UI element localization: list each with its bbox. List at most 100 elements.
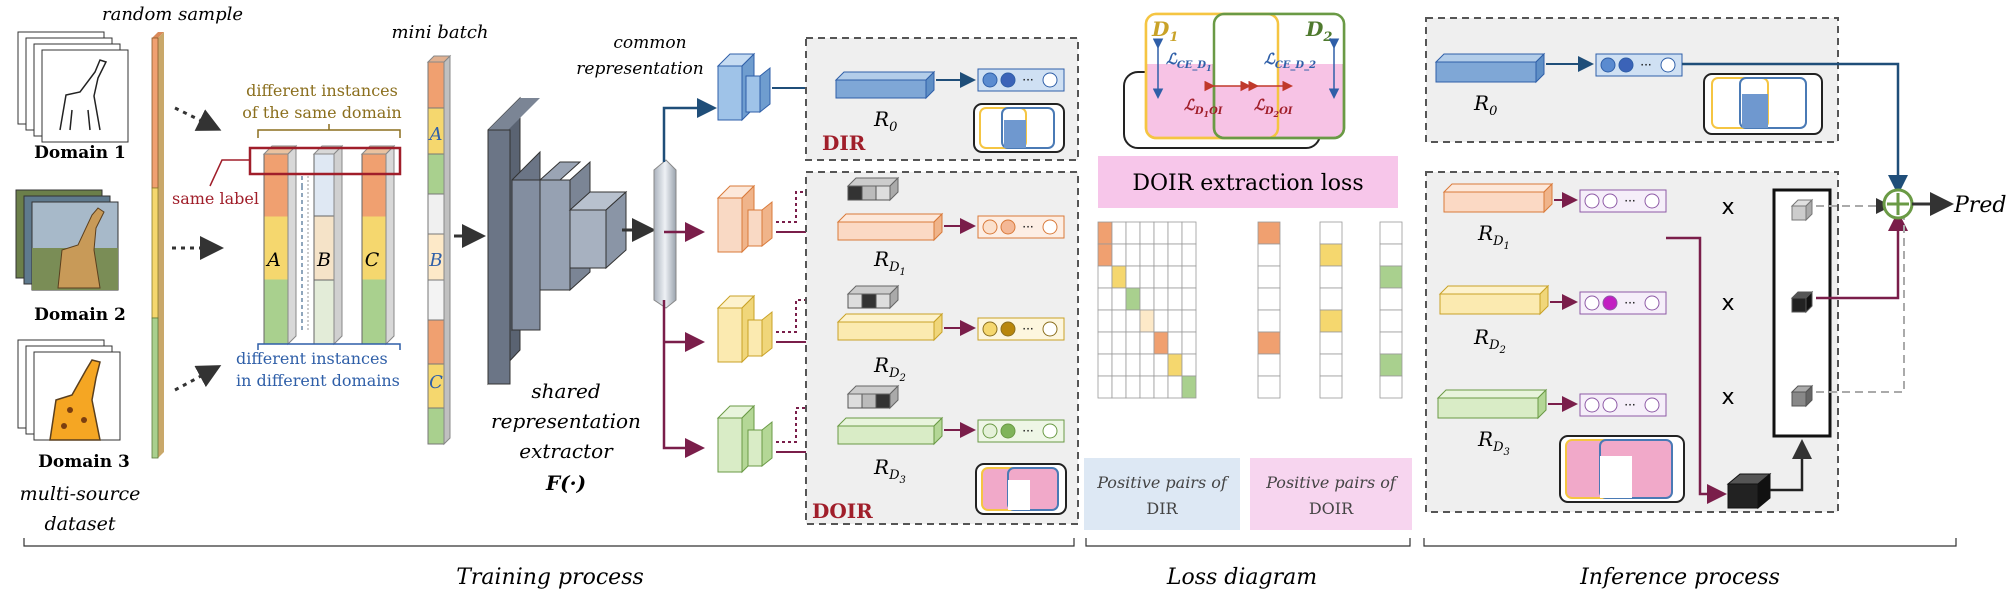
inf-rd2-label: RD2 bbox=[1473, 325, 1506, 356]
doir-label: DOIR bbox=[812, 499, 873, 523]
dir-matrix-cell bbox=[1097, 287, 1113, 311]
dir-matrix-cell bbox=[1125, 221, 1141, 245]
doir-vector-2-dots: ··· bbox=[1022, 322, 1033, 336]
minibatch-c: C bbox=[429, 372, 443, 393]
inf-rd1-label: RD1 bbox=[1477, 221, 1510, 252]
dir-matrix-cell bbox=[1153, 375, 1169, 399]
dir-matrix-cell bbox=[1167, 243, 1183, 267]
inf-vector-1-dots: ··· bbox=[1624, 194, 1635, 208]
training-branches bbox=[662, 52, 838, 474]
dir-matrix-cell bbox=[1153, 331, 1169, 355]
extractor-line3: extractor bbox=[519, 439, 614, 463]
gate-cubes-2 bbox=[846, 284, 900, 310]
dir-matrix-cell bbox=[1181, 331, 1197, 355]
dir-matrix-cell bbox=[1167, 331, 1183, 355]
gate-cubes-3 bbox=[846, 384, 900, 410]
minibatch-bar: A B C bbox=[426, 54, 452, 446]
inf-rd3-bar bbox=[1436, 388, 1548, 420]
domain3-label: Domain 3 bbox=[38, 452, 130, 472]
doir-matrix-cell bbox=[1319, 331, 1343, 355]
dataset-section: random sample Domain 1 Domain 2 Dom bbox=[15, 4, 243, 535]
ce-d2-label: ℒCE_D_2 bbox=[1264, 50, 1316, 71]
pos-dir-line1: Positive pairs of bbox=[1096, 473, 1230, 492]
doir-vector-2 bbox=[977, 317, 1065, 341]
dir-matrix-cell bbox=[1167, 353, 1183, 377]
dir-matrix-cell bbox=[1167, 287, 1183, 311]
inf-vector-2-dots: ··· bbox=[1624, 296, 1635, 310]
doir-vector-3-dots: ··· bbox=[1022, 424, 1033, 438]
common-label-2: representation bbox=[576, 59, 703, 79]
dir-matrix-cell bbox=[1097, 309, 1113, 333]
extractor-line4: F(·) bbox=[545, 471, 586, 495]
gate-output-cube bbox=[1726, 472, 1772, 510]
doir-matrix-cell bbox=[1379, 309, 1403, 333]
inf-r0-bar bbox=[1434, 52, 1546, 84]
dir-matrix-cell bbox=[1153, 309, 1169, 333]
inf-x-1: x bbox=[1721, 195, 1734, 220]
doir-box: ··· RD1 ··· RD2 bbox=[805, 171, 1079, 525]
doir-matrix-cell bbox=[1379, 243, 1403, 267]
doir-matrix-cell bbox=[1379, 353, 1403, 377]
loss-diagram: D1 D2 ℒCE_D1 ℒCE_D_2 ℒD1OI ℒD2OI DOIR ex… bbox=[1084, 12, 1412, 530]
doir-matrix-cell bbox=[1319, 375, 1343, 399]
extractor-line1: shared bbox=[531, 379, 600, 403]
doir-encoder-3 bbox=[716, 404, 773, 474]
inference-section: ··· R0 ··· RD1 x ··· bbox=[1425, 17, 2006, 513]
dir-matrix-cell bbox=[1111, 375, 1127, 399]
doir-loss-banner-text: DOIR extraction loss bbox=[1132, 171, 1363, 196]
dir-matrix-cell bbox=[1153, 221, 1169, 245]
inf-x-3: x bbox=[1721, 385, 1734, 410]
doir-matrix-cell bbox=[1379, 331, 1403, 355]
dataset-label-line2: dataset bbox=[44, 513, 115, 535]
dir-matrix-cell bbox=[1181, 265, 1197, 289]
inf-vector-2 bbox=[1579, 291, 1667, 315]
dir-matrix-cell bbox=[1167, 375, 1183, 399]
dir-matrix-cell bbox=[1139, 331, 1155, 355]
dir-box: ··· R0 DIR bbox=[805, 37, 1079, 161]
dir-matrix-cell bbox=[1139, 309, 1155, 333]
minibatch-b: B bbox=[428, 250, 442, 271]
dataset-label-line1: multi-source bbox=[20, 483, 141, 505]
dir-matrix-cell bbox=[1125, 265, 1141, 289]
oi-d1-label: ℒD1OI bbox=[1184, 96, 1223, 119]
doir-matrix-cell bbox=[1319, 287, 1343, 311]
dir-matrix-cell bbox=[1139, 287, 1155, 311]
diff-same-domain-line2: of the same domain bbox=[242, 103, 401, 122]
doir-vector-1 bbox=[977, 215, 1065, 239]
dir-matrix-cell bbox=[1111, 331, 1127, 355]
doir-r3-bar bbox=[836, 416, 944, 446]
ce-d1-label: ℒCE_D1 bbox=[1166, 50, 1212, 73]
dir-matrix-cell bbox=[1181, 309, 1197, 333]
common-label-1: common bbox=[613, 33, 686, 53]
dir-matrix-cell bbox=[1111, 243, 1127, 267]
dir-matrix-cell bbox=[1125, 375, 1141, 399]
minibatch-a: A bbox=[428, 124, 443, 145]
dir-r0-label: R0 bbox=[873, 107, 897, 135]
inf-rd3-label: RD3 bbox=[1477, 427, 1510, 458]
gate-cube-3 bbox=[1790, 384, 1814, 408]
dir-matrix-cell bbox=[1097, 243, 1113, 267]
gate-cube-1 bbox=[1790, 198, 1814, 222]
doir-encoder-2 bbox=[716, 294, 773, 364]
inf-r0-vector-dots: ··· bbox=[1640, 58, 1651, 72]
dir-matrix-cell bbox=[1181, 353, 1197, 377]
doir-positive-matrix bbox=[1257, 221, 1403, 399]
doir-r1-bar bbox=[836, 212, 944, 242]
doir-matrix-cell bbox=[1257, 331, 1281, 355]
dir-matrix-cell bbox=[1125, 353, 1141, 377]
doir-vector-3 bbox=[977, 419, 1065, 443]
doir-r2-bar bbox=[836, 312, 944, 342]
dir-label: DIR bbox=[822, 131, 866, 155]
section-loss-label: Loss diagram bbox=[1166, 565, 1317, 590]
doir-matrix-cell bbox=[1319, 243, 1343, 267]
dir-matrix-cell bbox=[1181, 243, 1197, 267]
doir-matrix-cell bbox=[1257, 221, 1281, 245]
gate-cubes-1 bbox=[846, 176, 900, 202]
doir-rd2-label: RD2 bbox=[873, 353, 906, 384]
oi-d2-label: ℒD2OI bbox=[1254, 96, 1293, 119]
extractor-line2: representation bbox=[491, 409, 641, 433]
diff-domains-line2: in different domains bbox=[236, 371, 400, 390]
doir-matrix-cell bbox=[1379, 375, 1403, 399]
column-c-label: C bbox=[365, 249, 380, 271]
